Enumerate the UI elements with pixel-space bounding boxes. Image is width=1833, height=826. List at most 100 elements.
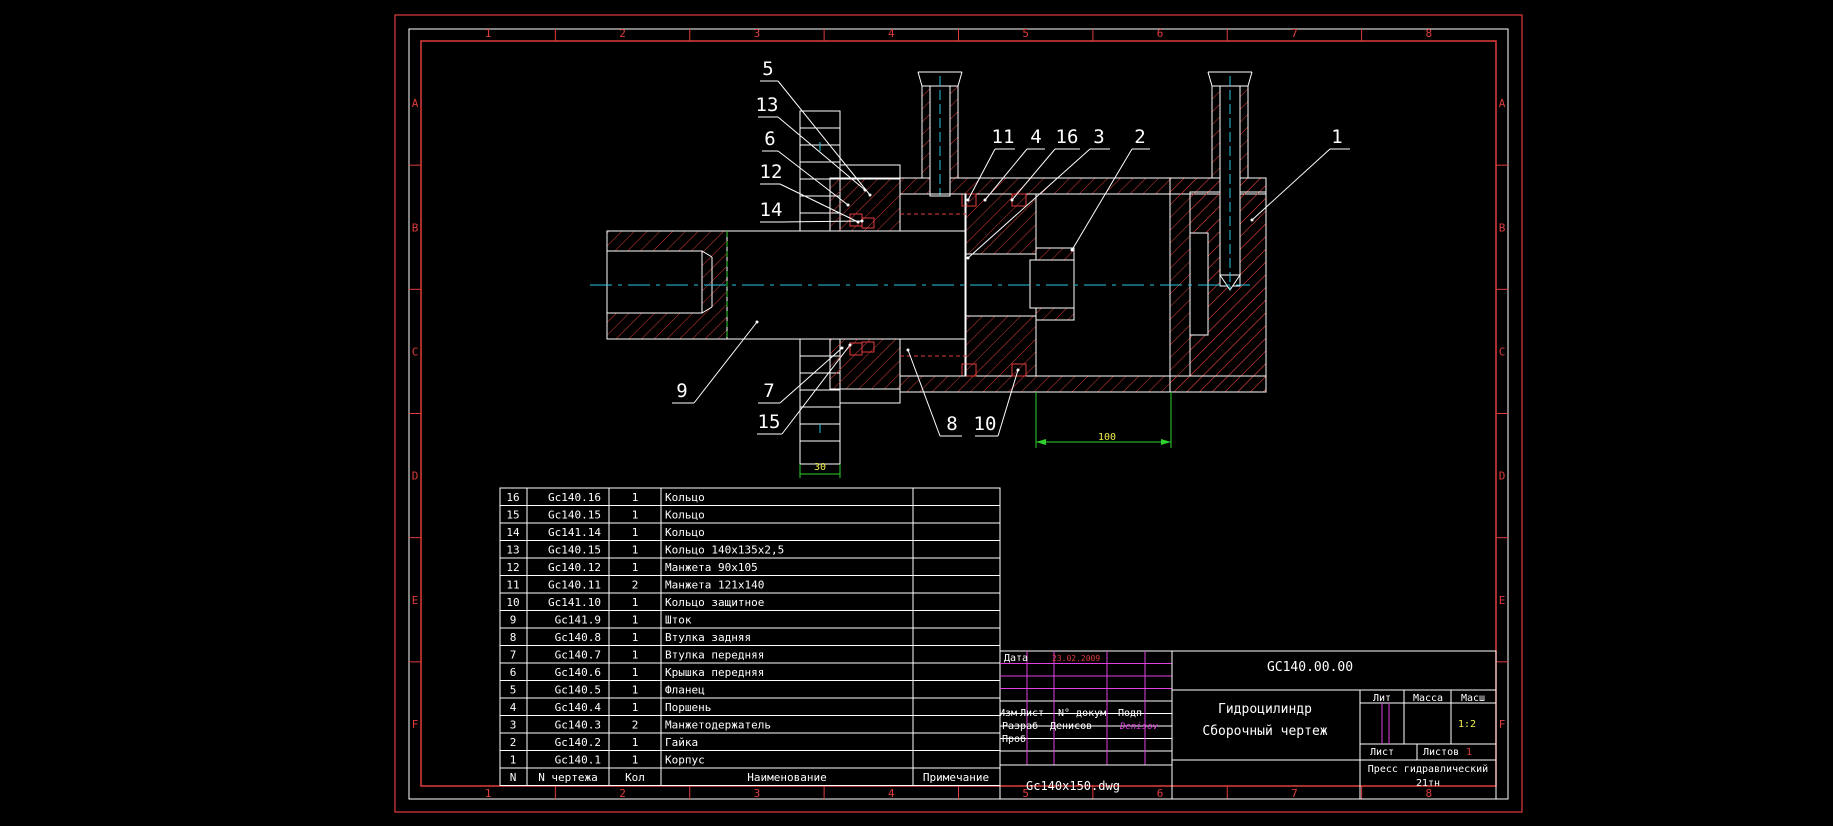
port-rear: [1207, 71, 1253, 291]
callout-label-9: 9: [676, 380, 687, 402]
callout-dot: [755, 320, 759, 324]
frame-col-label-top: 4: [888, 27, 895, 40]
part-name: Втулка задняя: [665, 631, 751, 644]
part-drawing-number: Gc140.1: [555, 754, 601, 767]
callout-label-3: 3: [1093, 126, 1104, 148]
org-line2: 21тн: [1416, 778, 1440, 789]
frame-col-label-top: 7: [1291, 27, 1298, 40]
part-quantity: 1: [632, 736, 639, 749]
front-cover-part-6: [829, 164, 901, 404]
callout-leader: [997, 369, 1019, 437]
callout-label-14: 14: [760, 199, 783, 221]
part-number: 4: [510, 701, 517, 714]
part-number: 9: [510, 614, 517, 627]
file-name: Gc140x150.dwg: [1026, 779, 1120, 793]
frame-col-label-top: 8: [1426, 27, 1433, 40]
frame-row-label-right: B: [1499, 221, 1506, 234]
frame-col-label-top: 6: [1157, 27, 1164, 40]
frame-col-label-bottom: 4: [888, 787, 895, 800]
callout-label-4: 4: [1030, 126, 1041, 148]
role-prob: Проб: [1002, 733, 1026, 745]
dimension-flange: 30: [799, 462, 841, 478]
part-quantity: 1: [632, 596, 639, 609]
part-number: 2: [510, 736, 517, 749]
parts-table-border: [499, 487, 1001, 786]
frame-col-label-top: 2: [619, 27, 626, 40]
callout-leader: [907, 349, 941, 437]
part-quantity: 1: [632, 614, 639, 627]
part-quantity: 1: [632, 666, 639, 679]
title-line2: Сборочный чертеж: [1202, 724, 1327, 739]
part-drawing-number: Gc140.2: [555, 736, 601, 749]
part-drawing-number: Gc140.3: [555, 719, 601, 732]
frame-row-label-right: F: [1499, 718, 1506, 731]
sheet-label: Лист: [1370, 747, 1394, 758]
frame-row-label-left: D: [412, 470, 419, 483]
callout-leader: [984, 148, 1028, 201]
callout-dot: [840, 346, 844, 350]
part-name: Шток: [665, 614, 692, 627]
cylinder-section-view: [590, 71, 1267, 465]
frame-row-label-right: A: [1499, 97, 1506, 110]
header-drawing-number: N чертежа: [538, 771, 598, 784]
col-list: Лист: [1020, 708, 1044, 719]
col-lit: Лит: [1373, 693, 1391, 704]
port-front: [917, 71, 963, 197]
frame-col-label-top: 3: [754, 27, 761, 40]
frame-row-label-right: D: [1499, 470, 1506, 483]
part-name: Фланец: [665, 684, 705, 697]
part-number: 6: [510, 666, 517, 679]
dimension-flange-label: 30: [814, 462, 826, 473]
part-name: Манжетодержатель: [665, 719, 771, 732]
callout-leader: [777, 150, 849, 206]
callout-label-13: 13: [756, 94, 779, 116]
role-razrab: Разраб: [1002, 720, 1038, 732]
part-number: 5: [510, 684, 517, 697]
sheets-value: 1: [1466, 747, 1472, 758]
col-masht: Масш: [1461, 693, 1485, 704]
part-number: 16: [506, 491, 519, 504]
title-line1: Гидроцилиндр: [1218, 702, 1312, 717]
frame-row-label-left: C: [412, 345, 419, 358]
part-drawing-number: Gc140.6: [555, 666, 601, 679]
part-drawing-number: Gc140.4: [555, 701, 602, 714]
part-number: 10: [506, 596, 519, 609]
part-drawing-number: Gc140.12: [548, 561, 601, 574]
frame-col-label-bottom: 8: [1426, 787, 1433, 800]
callout-label-5: 5: [762, 58, 773, 80]
part-name: Кольцо: [665, 526, 705, 539]
name-razrab: Денисов: [1050, 721, 1092, 732]
part-quantity: 1: [632, 491, 639, 504]
frame-col-label-top: 5: [1022, 27, 1029, 40]
callout-leader: [777, 80, 871, 196]
frame-col-label-top: 1: [485, 27, 492, 40]
part-name: Манжета 121х140: [665, 579, 764, 592]
callout-leader: [779, 220, 863, 223]
callout-dot: [966, 198, 970, 202]
part-name: Втулка передняя: [665, 649, 764, 662]
part-quantity: 1: [632, 631, 639, 644]
callout-leader: [781, 344, 851, 435]
callout-label-8: 8: [946, 413, 957, 435]
part-callouts: [672, 80, 1350, 437]
callout-dot: [906, 348, 910, 352]
nut-part-2: [1029, 247, 1075, 321]
callout-label-16: 16: [1056, 126, 1079, 148]
date-value: 23.02.2009: [1052, 654, 1100, 663]
callout-label-1: 1: [1331, 126, 1342, 148]
callout-dot: [848, 343, 852, 347]
part-number: 13: [506, 544, 519, 557]
frame-row-label-right: E: [1499, 594, 1506, 607]
callout-leader: [1251, 148, 1331, 221]
header-name: Наименование: [747, 771, 826, 784]
part-number: 8: [510, 631, 517, 644]
